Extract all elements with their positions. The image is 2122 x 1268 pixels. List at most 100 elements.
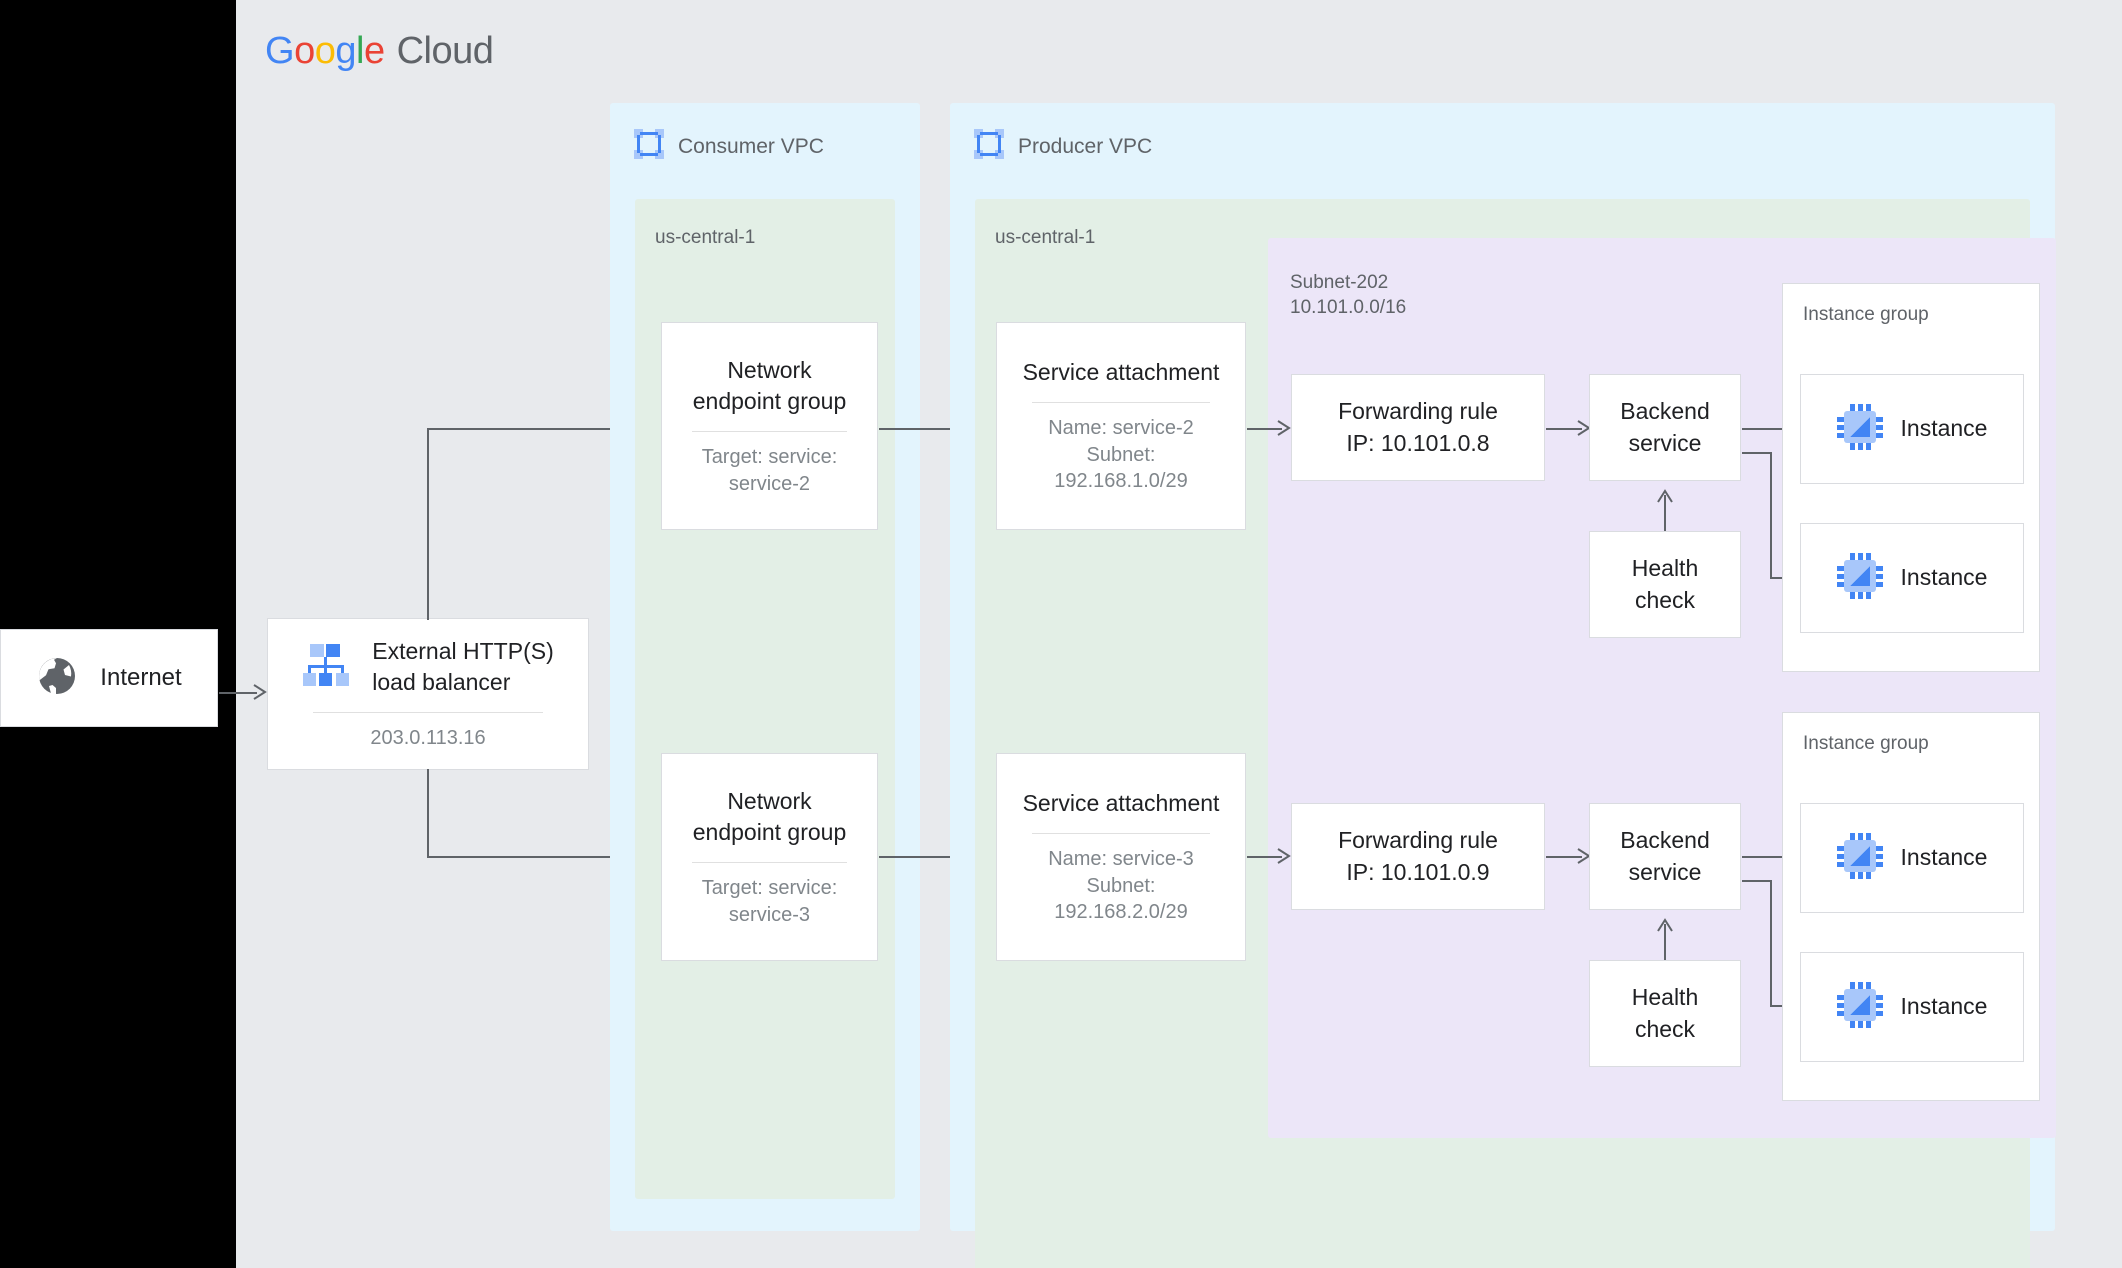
backend-service-1: Backend service [1589,374,1741,481]
connector-neg2-to-sa2 [879,856,983,858]
sa-2-sub-line1: Name: service-3 [1048,848,1194,871]
connector-bs2-to-instance1 [1742,856,1790,858]
lb-title-line2: load balancer [372,669,511,696]
consumer-vpc-header: Consumer VPC [634,129,824,164]
sa-1-subtext: Name: service-2 Subnet: 192.168.1.0/29 [1048,415,1194,494]
neg-2-divider [692,862,847,864]
fr-1-title: Forwarding rule IP: 10.101.0.8 [1338,396,1498,458]
sa-1-sub-line3: 192.168.1.0/29 [1054,470,1188,493]
hc-1-line2: check [1634,586,1696,613]
sa-2-sub-line3: 192.168.2.0/29 [1054,901,1188,924]
load-balancer-icon [302,643,352,692]
lb-divider [312,712,544,714]
sa-1-title: Service attachment [1022,359,1220,386]
instance-2-2-label: Instance [1900,993,1988,1020]
forwarding-rule-1: Forwarding rule IP: 10.101.0.8 [1291,374,1545,481]
external-load-balancer-card: External HTTP(S) load balancer 203.0.113… [267,618,589,770]
instance-group-1-label: Instance group [1803,304,1929,325]
logo-letter-e: e [363,30,385,72]
vpc-icon [634,129,664,164]
neg-1-title-line1: Network [727,357,812,384]
neg-2-title-line2: endpoint group [692,819,847,846]
service-attachment-2: Service attachment Name: service-3 Subne… [996,753,1246,961]
connector-lb-spine-up [427,428,429,620]
bs-2-title: Backend service [1620,825,1710,887]
hc-2-line2: check [1634,1015,1696,1042]
hc-1-title: Health check [1632,553,1698,615]
neg-1-subtext: Target: service: service-2 [702,444,838,497]
fr-2-line1: Forwarding rule [1338,827,1498,854]
subnet-label: Subnet-202 10.101.0.0/16 [1290,270,1406,320]
fr-1-line2: IP: 10.101.0.8 [1346,429,1490,456]
instance-2-1: Instance [1800,803,2024,913]
connector-fr1-to-bs1 [1546,428,1582,430]
producer-vpc-header: Producer VPC [974,129,1152,164]
connector-sa1-to-fr1 [1247,428,1282,430]
connector-bs1-elbow-v [1770,452,1772,578]
connector-bs1-elbow-h1 [1742,452,1772,454]
arrowhead-internet-to-lb [253,684,267,700]
connector-lb-to-neg-1 [427,428,640,430]
neg-2-subtext: Target: service: service-3 [702,875,838,928]
arrowhead-sa1-to-fr1 [1277,420,1291,436]
instance-2-2: Instance [1800,952,2024,1062]
network-endpoint-group-1: Network endpoint group Target: service: … [661,322,878,530]
consumer-region-label: us-central-1 [655,227,756,248]
connector-hc1-to-bs1 [1664,495,1666,531]
arrowhead-hc2-to-bs2 [1657,918,1673,932]
instance-1-1: Instance [1800,374,2024,484]
internet-node: Internet [0,629,218,727]
instance-chip-icon [1836,552,1883,604]
network-endpoint-group-2: Network endpoint group Target: service: … [661,753,878,961]
logo-letter-g2: g [335,30,356,72]
hc-2-line1: Health [1631,984,1699,1011]
vpc-icon [974,129,1004,164]
load-balancer-title: External HTTP(S) load balancer [372,636,553,698]
hc-1-line1: Health [1631,555,1699,582]
arrowhead-sa2-to-fr2 [1277,848,1291,864]
connector-bs1-elbow-h2 [1770,577,1790,579]
instance-1-2-label: Instance [1900,564,1988,591]
connector-lb-spine-down [427,769,429,858]
connector-neg1-to-sa1 [879,428,983,430]
internet-label: Internet [100,664,182,691]
instance-chip-icon [1836,981,1883,1033]
fr-2-title: Forwarding rule IP: 10.101.0.9 [1338,825,1498,887]
subnet-name: Subnet-202 [1290,272,1389,293]
arrowhead-hc1-to-bs1 [1657,489,1673,503]
logo-letter-l: l [355,30,364,72]
fr-2-line2: IP: 10.101.0.9 [1346,858,1490,885]
neg-2-sub-line2: service-3 [728,903,811,926]
neg-2-title-line1: Network [727,788,812,815]
sa-1-divider [1031,402,1211,404]
instance-chip-icon [1836,832,1883,884]
consumer-vpc-container: Consumer VPC us-central-1 [610,103,920,1231]
bs-1-title: Backend service [1620,396,1710,458]
forwarding-rule-2: Forwarding rule IP: 10.101.0.9 [1291,803,1545,910]
producer-vpc-title: Producer VPC [1018,134,1153,158]
connector-internet-to-lb [219,692,257,694]
connector-bs2-elbow-h2 [1770,1005,1790,1007]
connector-bs2-elbow-h1 [1742,880,1772,882]
bs-1-line1: Backend [1620,398,1710,425]
consumer-vpc-title: Consumer VPC [678,134,824,158]
instance-2-1-label: Instance [1900,844,1988,871]
sa-1-sub-line1: Name: service-2 [1048,417,1194,440]
bs-2-line1: Backend [1620,827,1710,854]
bs-2-line2: service [1628,858,1702,885]
lb-title-line1: External HTTP(S) [372,638,554,665]
connector-lb-to-neg-2 [427,856,640,858]
neg-1-title: Network endpoint group [693,355,846,417]
logo-letter-o2: o [314,30,336,72]
instance-chip-icon [1836,403,1883,455]
neg-2-title: Network endpoint group [693,786,846,848]
neg-1-title-line2: endpoint group [692,388,847,415]
instance-1-2: Instance [1800,523,2024,633]
health-check-2: Health check [1589,960,1741,1067]
neg-2-sub-line1: Target: service: [701,877,838,900]
connector-fr2-to-bs2 [1546,856,1582,858]
logo-letter-o1: o [294,30,315,72]
sa-2-divider [1031,833,1211,835]
